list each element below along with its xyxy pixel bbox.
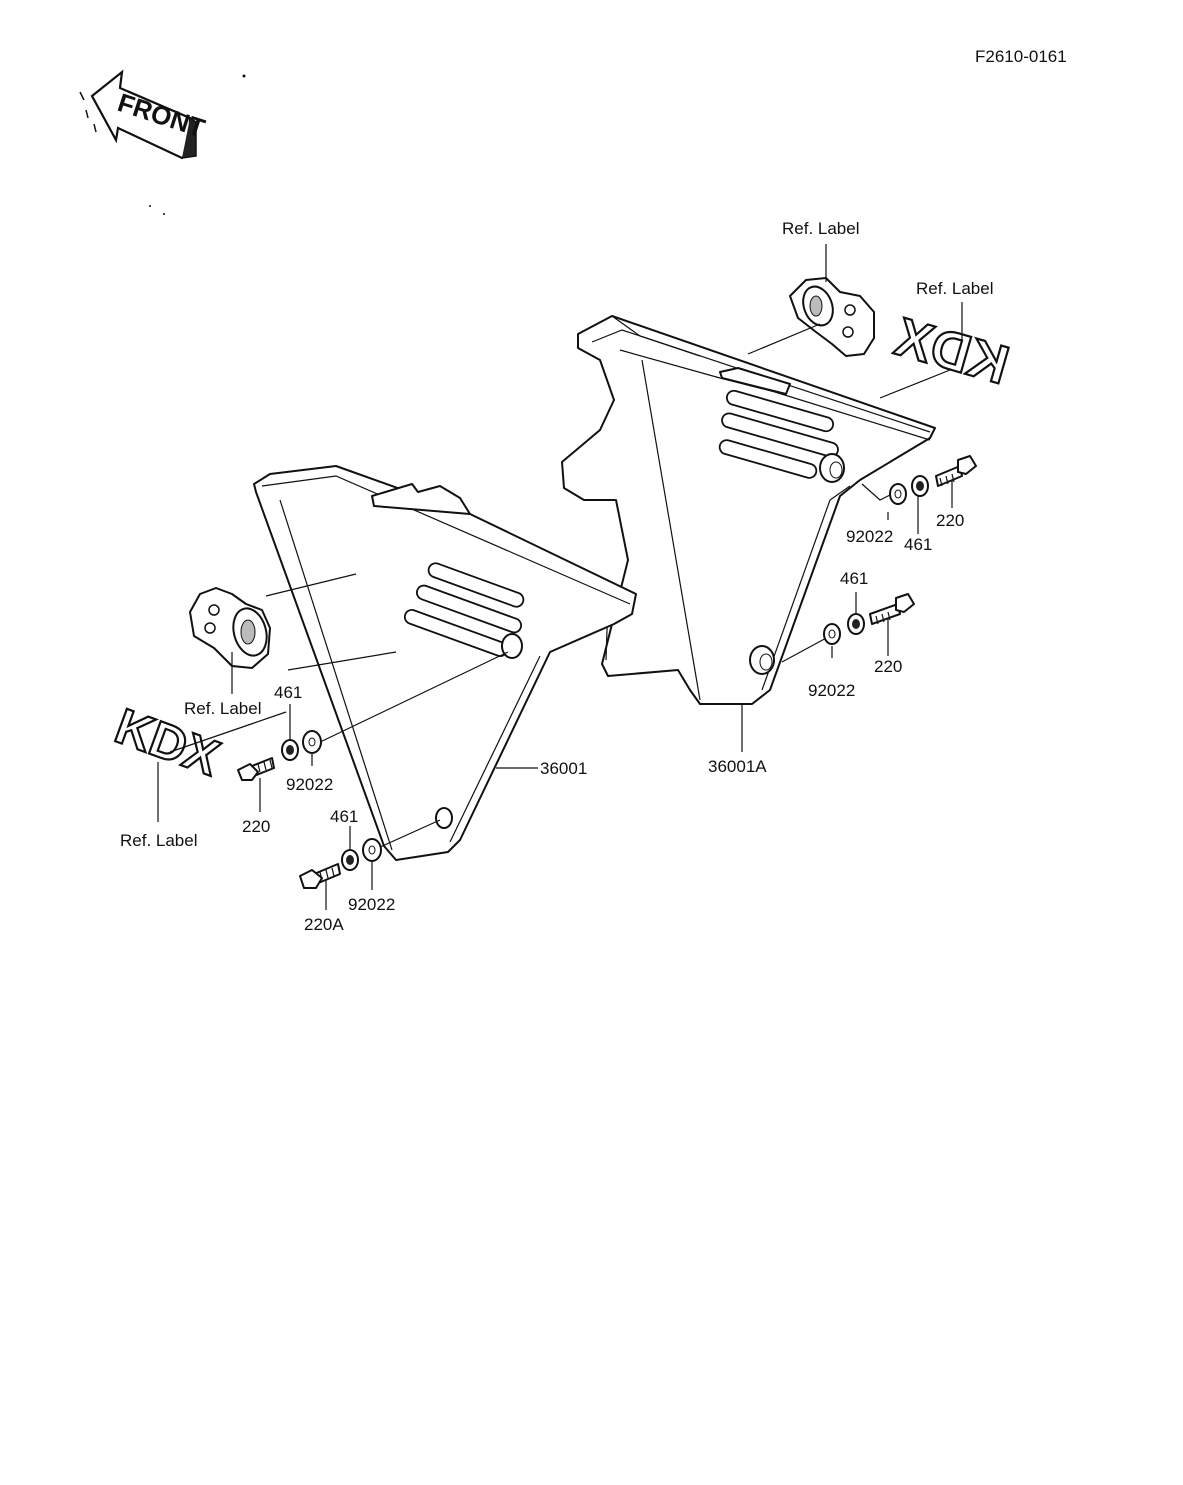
label-92022-right-mid: 92022 bbox=[808, 681, 855, 700]
label-220-right-top: 220 bbox=[936, 511, 964, 530]
side-cover-left bbox=[253, 465, 637, 861]
label-92022-left-bottom: 92022 bbox=[348, 895, 395, 914]
ref-label-left-mid: Ref. Label bbox=[184, 699, 262, 718]
label-461-left-bottom: 461 bbox=[330, 807, 358, 826]
washer-92022-left-top-icon bbox=[302, 730, 322, 754]
kdx-badge-right-icon: KDX bbox=[888, 306, 1016, 397]
bolt-220-left-icon bbox=[237, 757, 275, 781]
label-461-right-top: 461 bbox=[904, 535, 932, 554]
ref-label-top: Ref. Label bbox=[782, 219, 860, 238]
front-arrow-icon: FRONT bbox=[79, 69, 209, 160]
label-part-36001A: 36001A bbox=[708, 757, 767, 776]
emblem-badge-top-icon bbox=[789, 277, 875, 357]
nut-461-left-top-icon bbox=[281, 739, 299, 761]
ref-label-left-bottom: Ref. Label bbox=[120, 831, 198, 850]
side-cover-right bbox=[561, 315, 936, 705]
label-92022-left-top: 92022 bbox=[286, 775, 333, 794]
label-220A-left: 220A bbox=[304, 915, 344, 934]
bolt-220-right-mid-icon bbox=[869, 593, 915, 625]
label-part-36001: 36001 bbox=[540, 759, 587, 778]
nut-461-left-bottom-icon bbox=[341, 849, 359, 871]
label-220-left: 220 bbox=[242, 817, 270, 836]
ref-label-right: Ref. Label bbox=[916, 279, 994, 298]
label-461-right-mid: 461 bbox=[840, 569, 868, 588]
kdx-badge-right-text: KDX bbox=[889, 307, 1015, 396]
label-461-left-top: 461 bbox=[274, 683, 302, 702]
drawing-code: F2610-0161 bbox=[975, 47, 1067, 66]
washer-92022-right-top-icon bbox=[889, 483, 907, 505]
washer-92022-right-mid-icon bbox=[823, 623, 841, 645]
bolt-220A-left-icon bbox=[299, 863, 341, 889]
emblem-badge-left-icon bbox=[189, 587, 271, 669]
label-92022-right-top: 92022 bbox=[846, 527, 893, 546]
bolt-220-right-top-icon bbox=[935, 455, 977, 487]
nut-461-right-top-icon bbox=[911, 475, 929, 497]
label-220-right-mid: 220 bbox=[874, 657, 902, 676]
washer-92022-left-bottom-icon bbox=[362, 838, 382, 862]
nut-461-right-mid-icon bbox=[847, 613, 865, 635]
